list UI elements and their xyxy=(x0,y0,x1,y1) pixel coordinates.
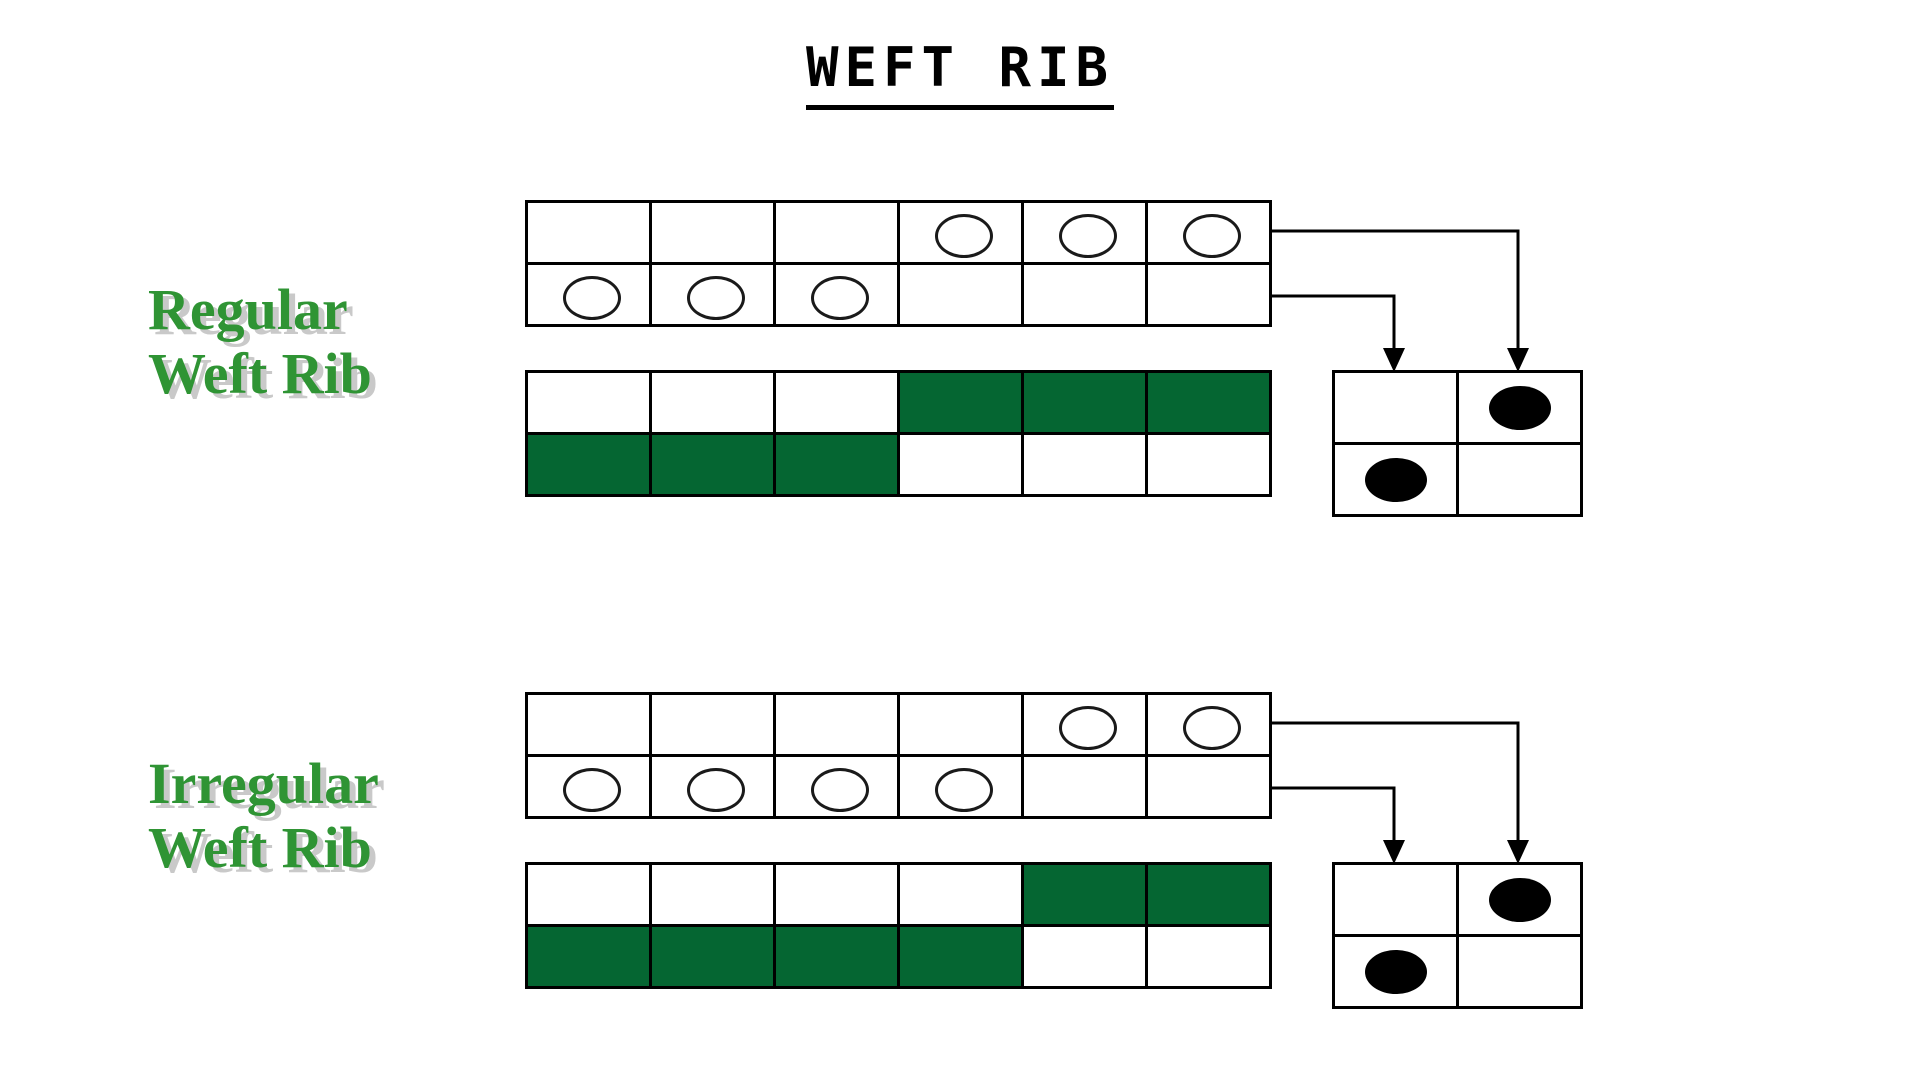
draft-cell-r1c3[interactable] xyxy=(776,203,900,265)
weave-cell-r2c5[interactable] xyxy=(1024,435,1148,497)
weave-cell-r1c3[interactable] xyxy=(776,373,900,435)
section-label-regular: Regular Weft Rib xyxy=(148,277,372,406)
draft-cell-r1c3[interactable] xyxy=(776,695,900,757)
repeat-cell-r2c1[interactable] xyxy=(1335,937,1459,1009)
solid-oval-icon xyxy=(1488,877,1551,922)
arrowhead-regular-row1 xyxy=(1507,348,1529,372)
weave-cell-r2c4[interactable] xyxy=(900,927,1024,989)
open-oval-icon xyxy=(1058,705,1117,750)
draft-cell-r1c5[interactable] xyxy=(1024,695,1148,757)
page-title: WEFT RIB xyxy=(0,36,1920,110)
connector-regular-row1 xyxy=(1272,229,1520,350)
draft-cell-r1c2[interactable] xyxy=(652,203,776,265)
repeat-cell-r1c2[interactable] xyxy=(1459,865,1583,937)
regular-weave-plan-grid xyxy=(525,370,1272,497)
repeat-cell-r1c1[interactable] xyxy=(1335,865,1459,937)
weave-cell-r1c4[interactable] xyxy=(900,865,1024,927)
weave-cell-r2c6[interactable] xyxy=(1148,435,1272,497)
draft-cell-r1c6[interactable] xyxy=(1148,695,1272,757)
draft-cell-r2c5[interactable] xyxy=(1024,757,1148,819)
draft-cell-r2c6[interactable] xyxy=(1148,757,1272,819)
open-oval-icon xyxy=(562,275,621,320)
open-oval-icon xyxy=(1182,705,1241,750)
weave-cell-r1c2[interactable] xyxy=(652,373,776,435)
draft-cell-r2c1[interactable] xyxy=(528,757,652,819)
draft-cell-r2c3[interactable] xyxy=(776,265,900,327)
repeat-cell-r1c2[interactable] xyxy=(1459,373,1583,445)
draft-cell-r2c2[interactable] xyxy=(652,757,776,819)
draft-cell-r1c1[interactable] xyxy=(528,203,652,265)
irregular-drafting-plan-grid xyxy=(525,692,1272,819)
arrowhead-regular-row2 xyxy=(1383,348,1405,372)
arrowhead-irregular-row2 xyxy=(1383,840,1405,864)
draft-cell-r1c4[interactable] xyxy=(900,203,1024,265)
weave-cell-r2c2[interactable] xyxy=(652,927,776,989)
solid-oval-icon xyxy=(1364,457,1427,502)
draft-cell-r1c1[interactable] xyxy=(528,695,652,757)
weave-cell-r1c1[interactable] xyxy=(528,865,652,927)
draft-cell-r2c1[interactable] xyxy=(528,265,652,327)
open-oval-icon xyxy=(562,767,621,812)
draft-cell-r2c6[interactable] xyxy=(1148,265,1272,327)
open-oval-icon xyxy=(1182,213,1241,258)
weave-cell-r2c5[interactable] xyxy=(1024,927,1148,989)
open-oval-icon xyxy=(1058,213,1117,258)
draft-cell-r1c5[interactable] xyxy=(1024,203,1148,265)
draft-cell-r1c6[interactable] xyxy=(1148,203,1272,265)
weave-cell-r1c4[interactable] xyxy=(900,373,1024,435)
page-title-text: WEFT RIB xyxy=(805,36,1115,110)
solid-oval-icon xyxy=(1364,949,1427,994)
open-oval-icon xyxy=(810,767,869,812)
weave-cell-r1c5[interactable] xyxy=(1024,373,1148,435)
weave-cell-r1c1[interactable] xyxy=(528,373,652,435)
weave-cell-r1c6[interactable] xyxy=(1148,373,1272,435)
repeat-cell-r1c1[interactable] xyxy=(1335,373,1459,445)
repeat-cell-r2c2[interactable] xyxy=(1459,445,1583,517)
draft-cell-r2c2[interactable] xyxy=(652,265,776,327)
open-oval-icon xyxy=(934,767,993,812)
repeat-cell-r2c1[interactable] xyxy=(1335,445,1459,517)
draft-cell-r1c2[interactable] xyxy=(652,695,776,757)
weave-cell-r1c2[interactable] xyxy=(652,865,776,927)
weave-cell-r1c5[interactable] xyxy=(1024,865,1148,927)
irregular-weave-plan-grid xyxy=(525,862,1272,989)
open-oval-icon xyxy=(934,213,993,258)
solid-oval-icon xyxy=(1488,385,1551,430)
repeat-cell-r2c2[interactable] xyxy=(1459,937,1583,1009)
weave-cell-r2c3[interactable] xyxy=(776,435,900,497)
arrowhead-irregular-row1 xyxy=(1507,840,1529,864)
weave-cell-r2c1[interactable] xyxy=(528,927,652,989)
draft-cell-r1c4[interactable] xyxy=(900,695,1024,757)
connector-regular-row2 xyxy=(1272,294,1396,350)
weave-cell-r1c3[interactable] xyxy=(776,865,900,927)
open-oval-icon xyxy=(686,275,745,320)
irregular-repeat-unit-grid xyxy=(1332,862,1583,1009)
draft-cell-r2c5[interactable] xyxy=(1024,265,1148,327)
connector-irregular-row2 xyxy=(1272,786,1396,842)
regular-drafting-plan-grid xyxy=(525,200,1272,327)
connector-irregular-row1 xyxy=(1272,721,1520,842)
weave-cell-r2c2[interactable] xyxy=(652,435,776,497)
weave-cell-r2c1[interactable] xyxy=(528,435,652,497)
section-label-irregular: Irregular Weft Rib xyxy=(148,751,379,880)
draft-cell-r2c4[interactable] xyxy=(900,757,1024,819)
weave-cell-r2c6[interactable] xyxy=(1148,927,1272,989)
regular-repeat-unit-grid xyxy=(1332,370,1583,517)
open-oval-icon xyxy=(810,275,869,320)
draft-cell-r2c4[interactable] xyxy=(900,265,1024,327)
weave-cell-r2c3[interactable] xyxy=(776,927,900,989)
open-oval-icon xyxy=(686,767,745,812)
weave-cell-r2c4[interactable] xyxy=(900,435,1024,497)
weave-cell-r1c6[interactable] xyxy=(1148,865,1272,927)
draft-cell-r2c3[interactable] xyxy=(776,757,900,819)
